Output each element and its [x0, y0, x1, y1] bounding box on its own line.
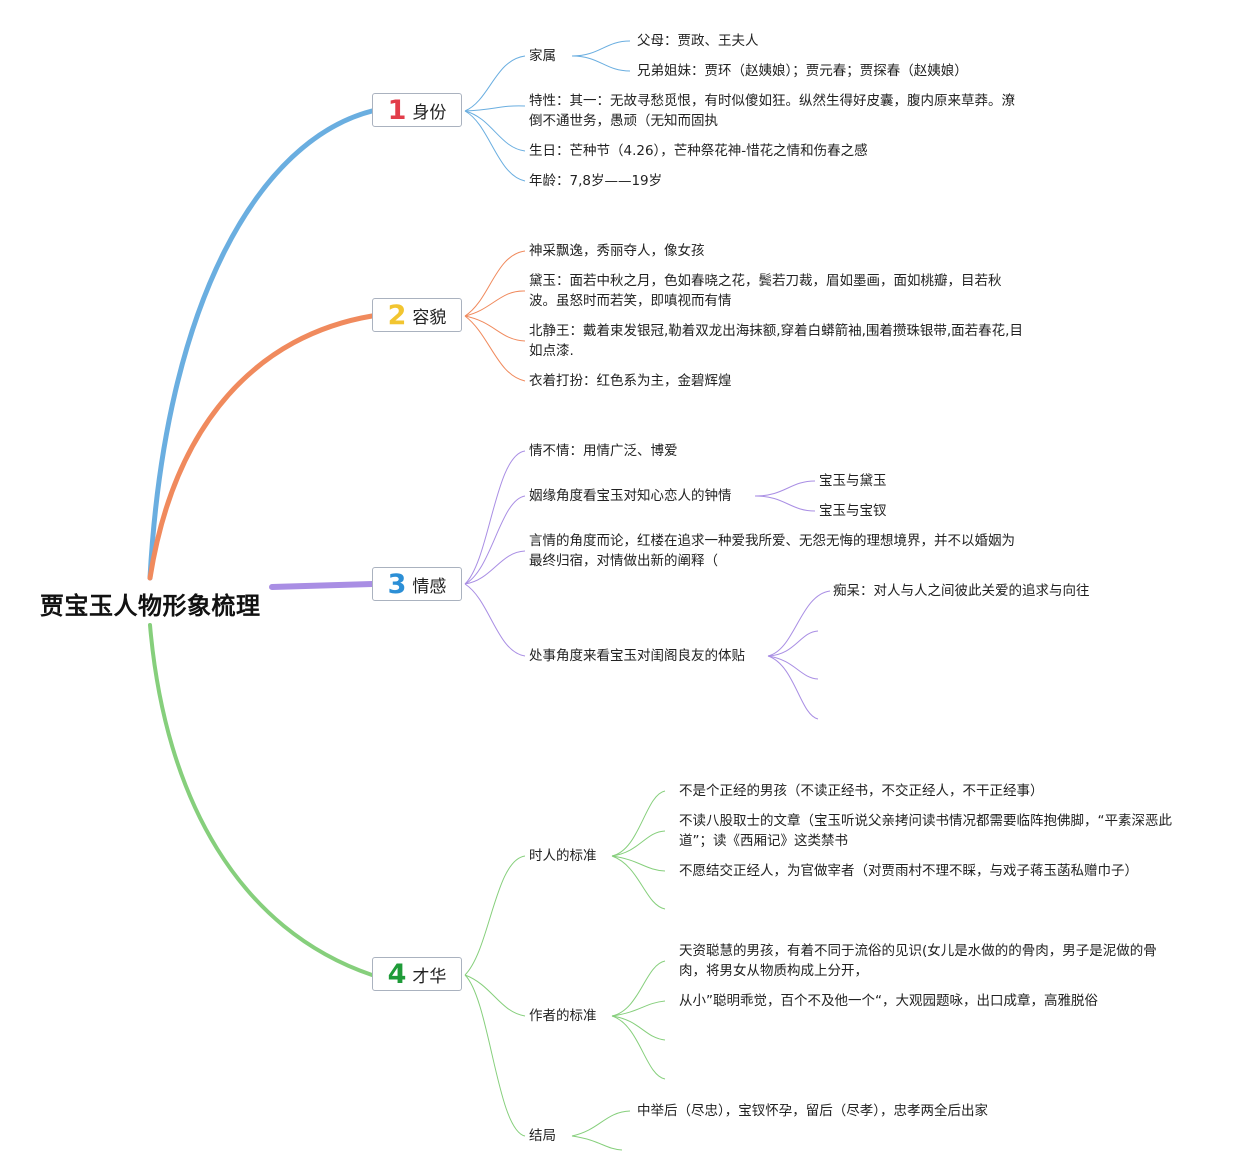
- topic-talented-boy[interactable]: 天资聪慧的男孩，有着不同于流俗的见识(女儿是水做的的骨肉，男子是泥做的骨肉，将男…: [679, 943, 1157, 979]
- topic-love-perspective[interactable]: 言情的角度而论，红楼在追求一种爱我所爱、无怨无悔的理想境界，并不以婚姻为最终归宿…: [529, 533, 1015, 569]
- main-branch-line-3: [269, 581, 375, 590]
- topic-traits[interactable]: 特性：其一：无故寻愁觅恨，有时似傻如狂。纵然生得好皮囊，腹内原来草莽。潦倒不通世…: [529, 93, 1015, 129]
- topic-baoyu-daiyu[interactable]: 宝玉与黛玉: [819, 473, 887, 489]
- topic-daiyu-view[interactable]: 黛玉：面若中秋之月，色如春晓之花，鬓若刀裁，眉如墨画，面如桃瓣，目若秋波。虽怒时…: [529, 273, 1002, 309]
- branch-3-label: 情感: [412, 576, 447, 597]
- number-4-icon: 4: [387, 958, 407, 990]
- root-topic[interactable]: 贾宝玉人物形象梳理: [40, 592, 261, 620]
- number-3-icon: 3: [387, 568, 407, 600]
- topic-not-befriend-officials[interactable]: 不愿结交正经人，为官做宰者（对贾雨村不理不睬，与戏子蒋玉菡私赠巾子）: [679, 863, 1138, 879]
- branch-4-connectors: [464, 790, 666, 1151]
- branch-2-label: 容貌: [412, 307, 447, 328]
- branch-4-talent[interactable]: 4 才华: [372, 957, 462, 991]
- topic-siblings[interactable]: 兄弟姐妹：贾环（赵姨娘）；贾元春；贾探春（赵姨娘）: [637, 63, 968, 79]
- topic-ending[interactable]: 结局: [529, 1128, 556, 1144]
- topic-qing-bu-qing[interactable]: 情不情：用情广泛、博爱: [529, 443, 678, 459]
- branch-1-label: 身份: [412, 102, 447, 123]
- topic-parents[interactable]: 父母：贾政、王夫人: [637, 33, 759, 49]
- branch-1-connectors: [464, 40, 631, 182]
- topic-contemporary-standard[interactable]: 时人的标准: [529, 848, 597, 864]
- topic-author-standard[interactable]: 作者的标准: [529, 1008, 597, 1024]
- number-2-icon: 2: [387, 299, 407, 331]
- main-branch-line-1: [147, 108, 375, 581]
- branch-3-connectors: [464, 450, 831, 720]
- main-branch-line-4: [148, 623, 374, 977]
- topic-not-proper-boy[interactable]: 不是个正经的男孩（不读正经书，不交正经人，不干正经事）: [679, 783, 1044, 799]
- topic-demeanor[interactable]: 神采飘逸，秀丽夺人，像女孩: [529, 243, 705, 259]
- branch-2-connectors: [464, 250, 526, 382]
- topic-conduct-view[interactable]: 处事角度来看宝玉对闺阁良友的体贴: [529, 648, 745, 664]
- branch-2-appearance[interactable]: 2 容貌: [372, 298, 462, 332]
- topic-birthday[interactable]: 生日：芒种节（4.26），芒种祭花神-惜花之情和伤春之感: [529, 143, 868, 159]
- topic-clothing[interactable]: 衣着打扮：红色系为主，金碧辉煌: [529, 373, 732, 389]
- main-branch-line-2: [147, 313, 375, 581]
- topic-not-read-bagu[interactable]: 不读八股取士的文章（宝玉听说父亲拷问读书情况都需要临阵抱佛脚，“平素深恶此道”；…: [679, 813, 1172, 849]
- number-1-icon: 1: [387, 94, 407, 126]
- topic-age[interactable]: 年龄：7,8岁——19岁: [529, 173, 663, 189]
- topic-marriage-view[interactable]: 姻缘角度看宝玉对知心恋人的钟情: [529, 488, 732, 504]
- branch-4-label: 才华: [412, 966, 447, 987]
- topic-beijing-wang-view[interactable]: 北静王：戴着束发银冠,勒着双龙出海抹额,穿着白蟒箭袖,围着攒珠银带,面若春花,目…: [529, 323, 1023, 359]
- topic-clever-since-young[interactable]: 从小”聪明乖觉，百个不及他一个“，大观园题咏，出口成章，高雅脱俗: [679, 993, 1098, 1009]
- topic-family[interactable]: 家属: [529, 48, 556, 64]
- branch-3-emotion[interactable]: 3 情感: [372, 567, 462, 601]
- topic-ending-detail[interactable]: 中举后（尽忠），宝钗怀孕，留后（尽孝），忠孝两全后出家: [637, 1103, 988, 1119]
- topic-baoyu-baochai[interactable]: 宝玉与宝钗: [819, 503, 887, 519]
- topic-chidai[interactable]: 痴呆：对人与人之间彼此关爱的追求与向往: [833, 583, 1090, 599]
- branch-1-identity[interactable]: 1 身份: [372, 93, 462, 127]
